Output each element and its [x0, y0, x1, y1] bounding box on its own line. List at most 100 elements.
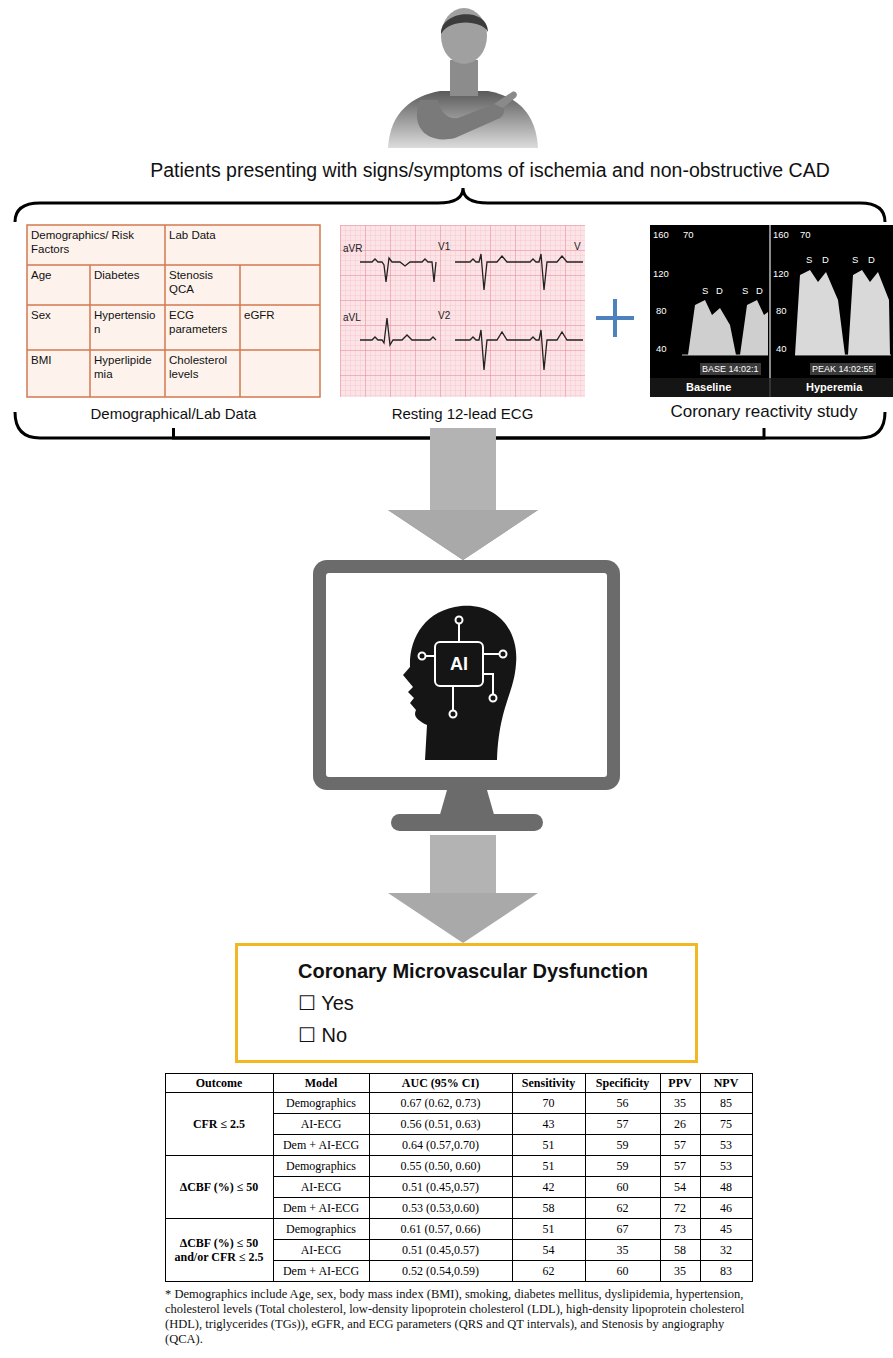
- lead-name: aVR: [343, 243, 362, 255]
- input-panel: Resting 12-lead ECG: [335, 225, 590, 428]
- monitor-outline-part: [403, 606, 516, 760]
- table-cell: 53: [700, 1155, 752, 1176]
- table-cell: 58: [660, 1239, 700, 1260]
- results-table-grid-part: [274, 1113, 753, 1114]
- table-cell: Age: [27, 265, 90, 305]
- monitor-outline-part: [391, 814, 543, 831]
- table-cell: 26: [660, 1113, 700, 1134]
- results-table-grid-part: [274, 1176, 753, 1177]
- table-cell: CFR ≤ 2.5: [165, 1092, 273, 1155]
- risk-factor-table-grid-part: [89, 265, 91, 397]
- risk-factor-table-grid-part: [239, 265, 241, 397]
- patient-illustration-part: [441, 8, 487, 64]
- table-cell: Demographics/ Risk Factors: [27, 225, 165, 265]
- table-cell: ECG parameters: [165, 305, 240, 350]
- wave-label: D: [756, 285, 763, 296]
- scale-number: 80: [656, 305, 667, 316]
- doppler-image-part: [795, 270, 845, 355]
- results-table-grid-part: [274, 1134, 753, 1135]
- table-cell: 60: [585, 1260, 660, 1281]
- scale-number: 40: [656, 343, 667, 354]
- doppler-image-part: [848, 270, 890, 355]
- table-cell: 35: [660, 1260, 700, 1281]
- table-cell: 42: [512, 1176, 585, 1197]
- table-cell: ΔCBF (%) ≤ 50 and/or CFR ≤ 2.5: [165, 1218, 273, 1281]
- ecg-strip-part: [455, 330, 583, 370]
- table-cell: 59: [585, 1134, 660, 1155]
- table-cell: 0.51 (0.45,0.57): [369, 1176, 512, 1197]
- table-cell: AI-ECG: [273, 1113, 369, 1134]
- wave-label: D: [868, 254, 875, 265]
- table-header: AUC (95% CI): [369, 1073, 512, 1092]
- table-cell: 45: [700, 1218, 752, 1239]
- table-cell: 51: [512, 1134, 585, 1155]
- ecg-strip: [340, 225, 585, 397]
- results-table-grid-part: [166, 1074, 753, 1282]
- timestamp: BASE 14:02:1: [700, 363, 761, 375]
- panel-label: Baseline: [686, 381, 731, 394]
- lead-name: V: [574, 241, 581, 253]
- table-cell: AI-ECG: [273, 1176, 369, 1197]
- flow-arrow: [430, 835, 496, 893]
- results-table-grid: [166, 1074, 753, 1282]
- lead-name: V1: [438, 241, 450, 253]
- table-cell: eGFR: [240, 305, 320, 350]
- checkbox-option: ☐ No: [298, 1022, 347, 1048]
- scale-number: 40: [776, 343, 787, 354]
- ecg-strip-part: [340, 225, 585, 397]
- ai-label: AI: [435, 642, 483, 686]
- scale-number: 120: [773, 268, 789, 279]
- lead-name: V2: [438, 310, 450, 322]
- table-cell: Dem + AI-ECG: [273, 1260, 369, 1281]
- ecg-strip-part: [455, 254, 583, 290]
- ecg-strip-part: [360, 318, 436, 345]
- monitor-outline-part: [435, 642, 483, 686]
- table-cell: 0.55 (0.50, 0.60): [369, 1155, 512, 1176]
- flow-arrow: [430, 428, 496, 510]
- results-table-grid-part: [512, 1074, 513, 1282]
- timestamp: PEAK 14:02:55: [810, 363, 876, 375]
- table-cell: 57: [585, 1113, 660, 1134]
- table-cell: Demographics: [273, 1155, 369, 1176]
- results-table-grid-part: [274, 1197, 753, 1198]
- table-cell: Cholesterol levels: [165, 350, 240, 397]
- upper-brace: [15, 188, 885, 222]
- outcome-box: Coronary Microvascular Dysfunction☐ Yes☐…: [235, 943, 698, 1063]
- risk-factor-table-grid-part: [27, 304, 320, 306]
- table-header: NPV: [700, 1073, 752, 1092]
- table-cell: 54: [512, 1239, 585, 1260]
- patient-illustration-part: [441, 14, 488, 34]
- monitor-outline-part: [326, 573, 607, 777]
- table-cell: Demographics: [273, 1218, 369, 1239]
- table-header: Model: [273, 1073, 369, 1092]
- flow-line: [174, 428, 464, 510]
- results-table-grid-part: [660, 1074, 661, 1282]
- table-cell: 73: [660, 1218, 700, 1239]
- monitor-outline-part: [456, 617, 463, 624]
- table-cell: 83: [700, 1260, 752, 1281]
- outcome-title: Coronary Microvascular Dysfunction: [298, 958, 648, 984]
- table-header: Specificity: [585, 1073, 660, 1092]
- table-cell: 57: [660, 1134, 700, 1155]
- scale-number: 160: [653, 229, 669, 240]
- wave-label: D: [822, 254, 829, 265]
- risk-factor-table-grid: [27, 225, 320, 397]
- heart-rate: 70: [683, 229, 694, 240]
- monitor-outline-part: [439, 790, 495, 818]
- monitor-outline-part: [426, 655, 435, 657]
- table-cell: 0.67 (0.62, 0.73): [369, 1092, 512, 1113]
- table-cell: 51: [512, 1218, 585, 1239]
- panel-label: Hyperemia: [806, 381, 862, 394]
- table-cell: 43: [512, 1113, 585, 1134]
- ecg-strip-part: [360, 258, 436, 282]
- table-header: Outcome: [165, 1073, 273, 1092]
- table-cell: Hypertension: [90, 305, 165, 350]
- scale-number: 80: [776, 305, 787, 316]
- results-table-grid-part: [166, 1218, 753, 1219]
- table-cell: 57: [660, 1155, 700, 1176]
- table-cell: 62: [585, 1197, 660, 1218]
- doppler-image-part: [769, 225, 771, 378]
- monitor-outline-part: [419, 653, 426, 660]
- table-cell: Diabetes: [90, 265, 165, 305]
